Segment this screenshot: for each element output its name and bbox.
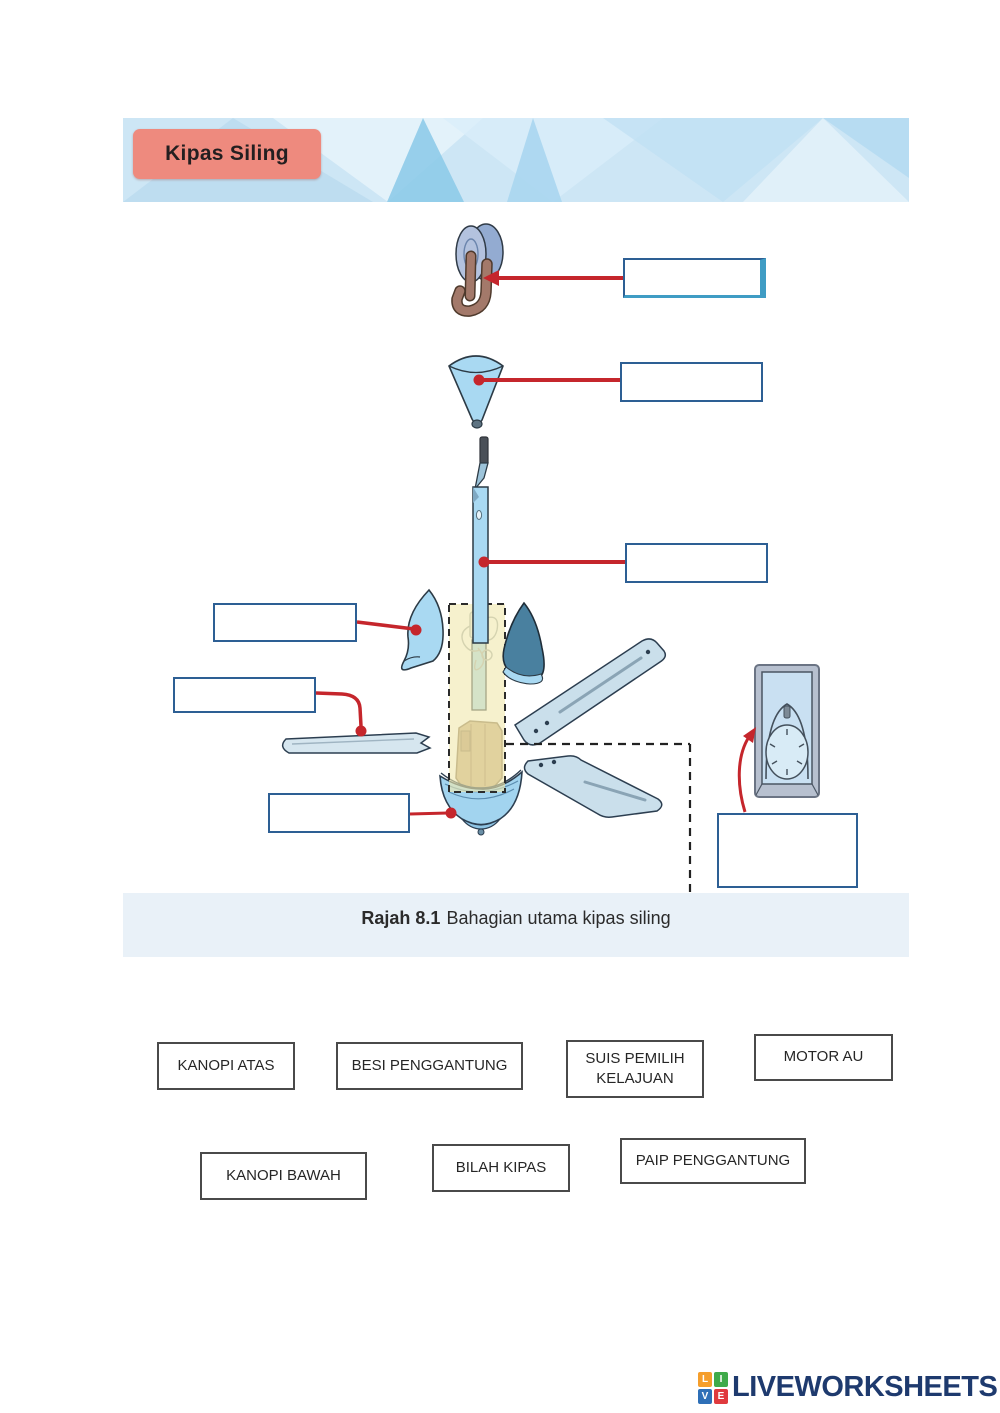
top-canopy-cone-icon bbox=[448, 355, 504, 429]
logo-tile-i: I bbox=[714, 1371, 728, 1387]
fan-blade-lower-right-icon bbox=[523, 755, 663, 818]
worksheet-title-chip: Kipas Siling bbox=[133, 129, 321, 179]
fan-blade-upper-right-icon bbox=[513, 638, 667, 746]
logo-tile-l: L bbox=[698, 1371, 712, 1387]
liveworksheets-logo-icon: L I V E bbox=[698, 1371, 728, 1404]
connector-lines bbox=[315, 270, 756, 819]
figure-caption-label: Rajah 8.1 bbox=[361, 908, 441, 928]
answer-box-top-canopy[interactable] bbox=[620, 362, 763, 402]
hanger-pipe-icon bbox=[472, 436, 489, 644]
caption-strip bbox=[123, 893, 909, 957]
hook-and-pulley-icon bbox=[451, 223, 504, 317]
logo-tile-e: E bbox=[714, 1388, 728, 1404]
liveworksheets-logo: L I V E LIVEWORKSHEETS bbox=[698, 1371, 998, 1404]
bottom-canopy-icon bbox=[439, 769, 523, 836]
fan-blade-left-icon bbox=[281, 732, 432, 754]
dark-canopy-icon bbox=[502, 601, 545, 685]
liveworksheets-logo-text: LIVEWORKSHEETS bbox=[732, 1371, 998, 1403]
answer-box-bottom-canopy[interactable] bbox=[268, 793, 410, 833]
speed-selector-switch-icon bbox=[754, 664, 820, 798]
answer-box-switch[interactable] bbox=[717, 813, 858, 888]
logo-tile-v: V bbox=[698, 1388, 712, 1404]
upper-canopy-icon bbox=[400, 588, 444, 671]
answer-box-pipe[interactable] bbox=[625, 543, 768, 583]
header-banner bbox=[123, 118, 909, 202]
worksheet-title: Kipas Siling bbox=[165, 142, 289, 165]
answer-box-hook[interactable] bbox=[623, 258, 766, 298]
answer-box-upper-canopy[interactable] bbox=[213, 603, 357, 642]
word-suis-pemilih-kelajuan[interactable]: SUIS PEMILIH KELAJUAN bbox=[566, 1040, 704, 1098]
word-kanopi-atas[interactable]: KANOPI ATAS bbox=[157, 1042, 295, 1090]
answer-box-blade[interactable] bbox=[173, 677, 316, 713]
word-bilah-kipas[interactable]: BILAH KIPAS bbox=[432, 1144, 570, 1192]
word-kanopi-bawah[interactable]: KANOPI BAWAH bbox=[200, 1152, 367, 1200]
dashed-pointer-line bbox=[506, 742, 692, 944]
word-motor-au[interactable]: MOTOR AU bbox=[754, 1034, 893, 1081]
figure-caption-text: Bahagian utama kipas siling bbox=[446, 908, 671, 928]
word-besi-penggantung[interactable]: BESI PENGGANTUNG bbox=[336, 1042, 523, 1090]
word-paip-penggantung[interactable]: PAIP PENGGANTUNG bbox=[620, 1138, 806, 1184]
